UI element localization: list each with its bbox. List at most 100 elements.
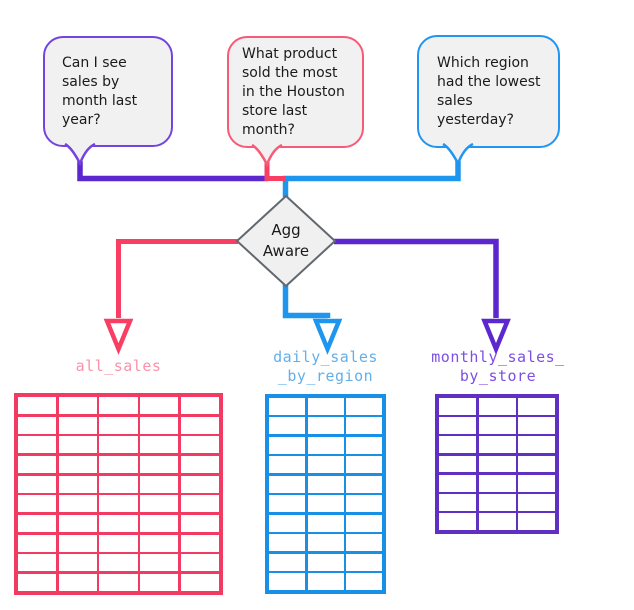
table-cell <box>269 495 305 513</box>
table-cell <box>99 416 138 434</box>
table-cell <box>478 398 516 415</box>
table-cell <box>518 474 555 492</box>
table-cell <box>140 475 179 493</box>
table-cell <box>269 436 305 454</box>
table-cell <box>307 495 344 513</box>
table-cell <box>346 417 382 435</box>
table-cell <box>58 554 97 572</box>
table-cell <box>180 475 219 493</box>
table-cell <box>58 455 97 474</box>
table-cell <box>307 514 344 532</box>
table-cell <box>18 495 57 513</box>
table-cell <box>439 494 476 511</box>
table-cell <box>58 475 97 493</box>
table-cell <box>307 398 344 415</box>
table-cell <box>518 436 555 454</box>
speech-bubble-sales-by-month: Can I see sales by month last year? <box>43 36 173 147</box>
table-cell <box>180 554 219 572</box>
table-cell <box>140 455 179 474</box>
table-cell <box>478 494 516 511</box>
table-cell <box>18 397 57 415</box>
table-cell <box>478 436 516 454</box>
question-text: Which region had the lowest sales yester… <box>437 54 541 128</box>
table-cell <box>18 475 57 493</box>
table-cell <box>140 554 179 572</box>
table-cell <box>58 416 97 434</box>
table-cell <box>99 534 138 552</box>
bubble-tail-shape <box>64 142 96 167</box>
table-cell <box>58 514 97 533</box>
table-cell <box>18 534 57 552</box>
table-cell <box>58 397 97 415</box>
speech-bubble-product-most-sold: What product sold the most in the Housto… <box>227 36 364 148</box>
table-cell <box>99 554 138 572</box>
table-cell <box>99 455 138 474</box>
table-cell <box>346 495 382 513</box>
table-cell <box>180 455 219 474</box>
speech-bubble-tail <box>442 142 474 167</box>
table-cell <box>18 573 57 591</box>
table-cell <box>346 456 382 474</box>
table-cell <box>346 514 382 532</box>
table-cell <box>180 416 219 434</box>
table-cell <box>518 494 555 511</box>
decision-label: Agg Aware <box>262 221 310 260</box>
table-cell <box>99 475 138 493</box>
table-cell <box>439 474 476 492</box>
table-cell <box>478 513 516 530</box>
table-cell <box>307 456 344 474</box>
bubble-tail-shape <box>251 143 283 168</box>
table-cell <box>518 513 555 530</box>
table-cell <box>269 553 305 571</box>
table-cell <box>307 475 344 493</box>
table-cell <box>18 455 57 474</box>
table-cell <box>269 398 305 415</box>
table-cell <box>99 514 138 533</box>
table-label-daily-sales-by-region: daily_sales _by_region <box>273 348 378 385</box>
table-cell <box>180 573 219 591</box>
table-cell <box>269 417 305 435</box>
table-cell <box>99 436 138 454</box>
table-cell <box>180 495 219 513</box>
table-cell <box>140 495 179 513</box>
speech-bubble-tail <box>251 143 283 168</box>
table-cell <box>180 436 219 454</box>
table-cell <box>99 397 138 415</box>
table-cell <box>18 436 57 454</box>
table-label-all-sales: all_sales <box>75 357 162 375</box>
table-cell <box>518 398 555 415</box>
table-cell <box>307 573 344 590</box>
table-cell <box>307 436 344 454</box>
connector-blue-question <box>282 161 461 197</box>
table-cell <box>346 553 382 571</box>
speech-bubble-tail <box>64 142 96 167</box>
table-cell <box>269 514 305 532</box>
table-cell <box>478 417 516 434</box>
table-cell <box>439 455 476 473</box>
table-cell <box>307 417 344 435</box>
table-cell <box>269 475 305 493</box>
decision-diamond <box>235 194 337 288</box>
table-cell <box>346 436 382 454</box>
table-cell <box>269 534 305 552</box>
table-label-monthly-sales-by-store: monthly_sales_ by_store <box>431 348 565 385</box>
connector-purple-question <box>77 161 268 182</box>
table-cell <box>18 416 57 434</box>
connector-pink-table <box>116 239 238 318</box>
arrow-down-icon <box>312 318 343 355</box>
table-cell <box>18 514 57 533</box>
speech-bubble-region-lowest-sales: Which region had the lowest sales yester… <box>417 35 560 148</box>
connector-pink-question <box>264 162 286 181</box>
table-cell <box>269 573 305 590</box>
table-cell <box>307 534 344 552</box>
table-cell <box>478 474 516 492</box>
table-cell <box>439 436 476 454</box>
table-cell <box>58 495 97 513</box>
connector-purple-table <box>334 238 499 318</box>
question-text: Can I see sales by month last year? <box>62 54 138 128</box>
bubble-tail-shape <box>442 142 474 167</box>
table-cell <box>478 455 516 473</box>
arrow-down-icon <box>103 318 134 355</box>
